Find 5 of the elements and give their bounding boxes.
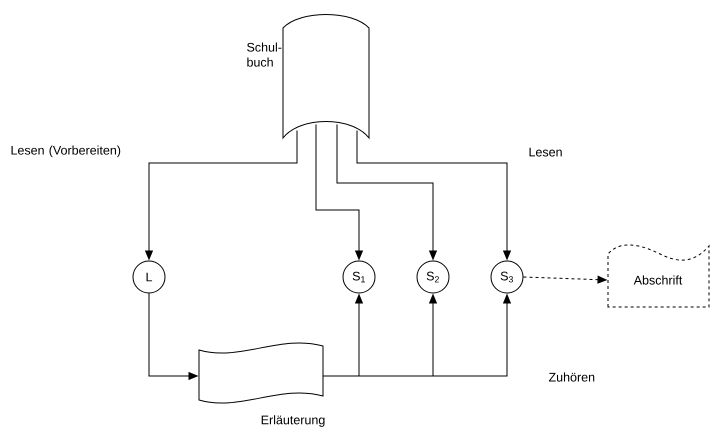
document-label: Erläuterung (262, 415, 324, 427)
book-label: Schul- buch (247, 42, 282, 67)
edge-label: Lesen (Vorbereiten) (12, 146, 120, 158)
edge-label: Lesen (530, 148, 562, 156)
edge-label: Zuhören (548, 372, 594, 382)
